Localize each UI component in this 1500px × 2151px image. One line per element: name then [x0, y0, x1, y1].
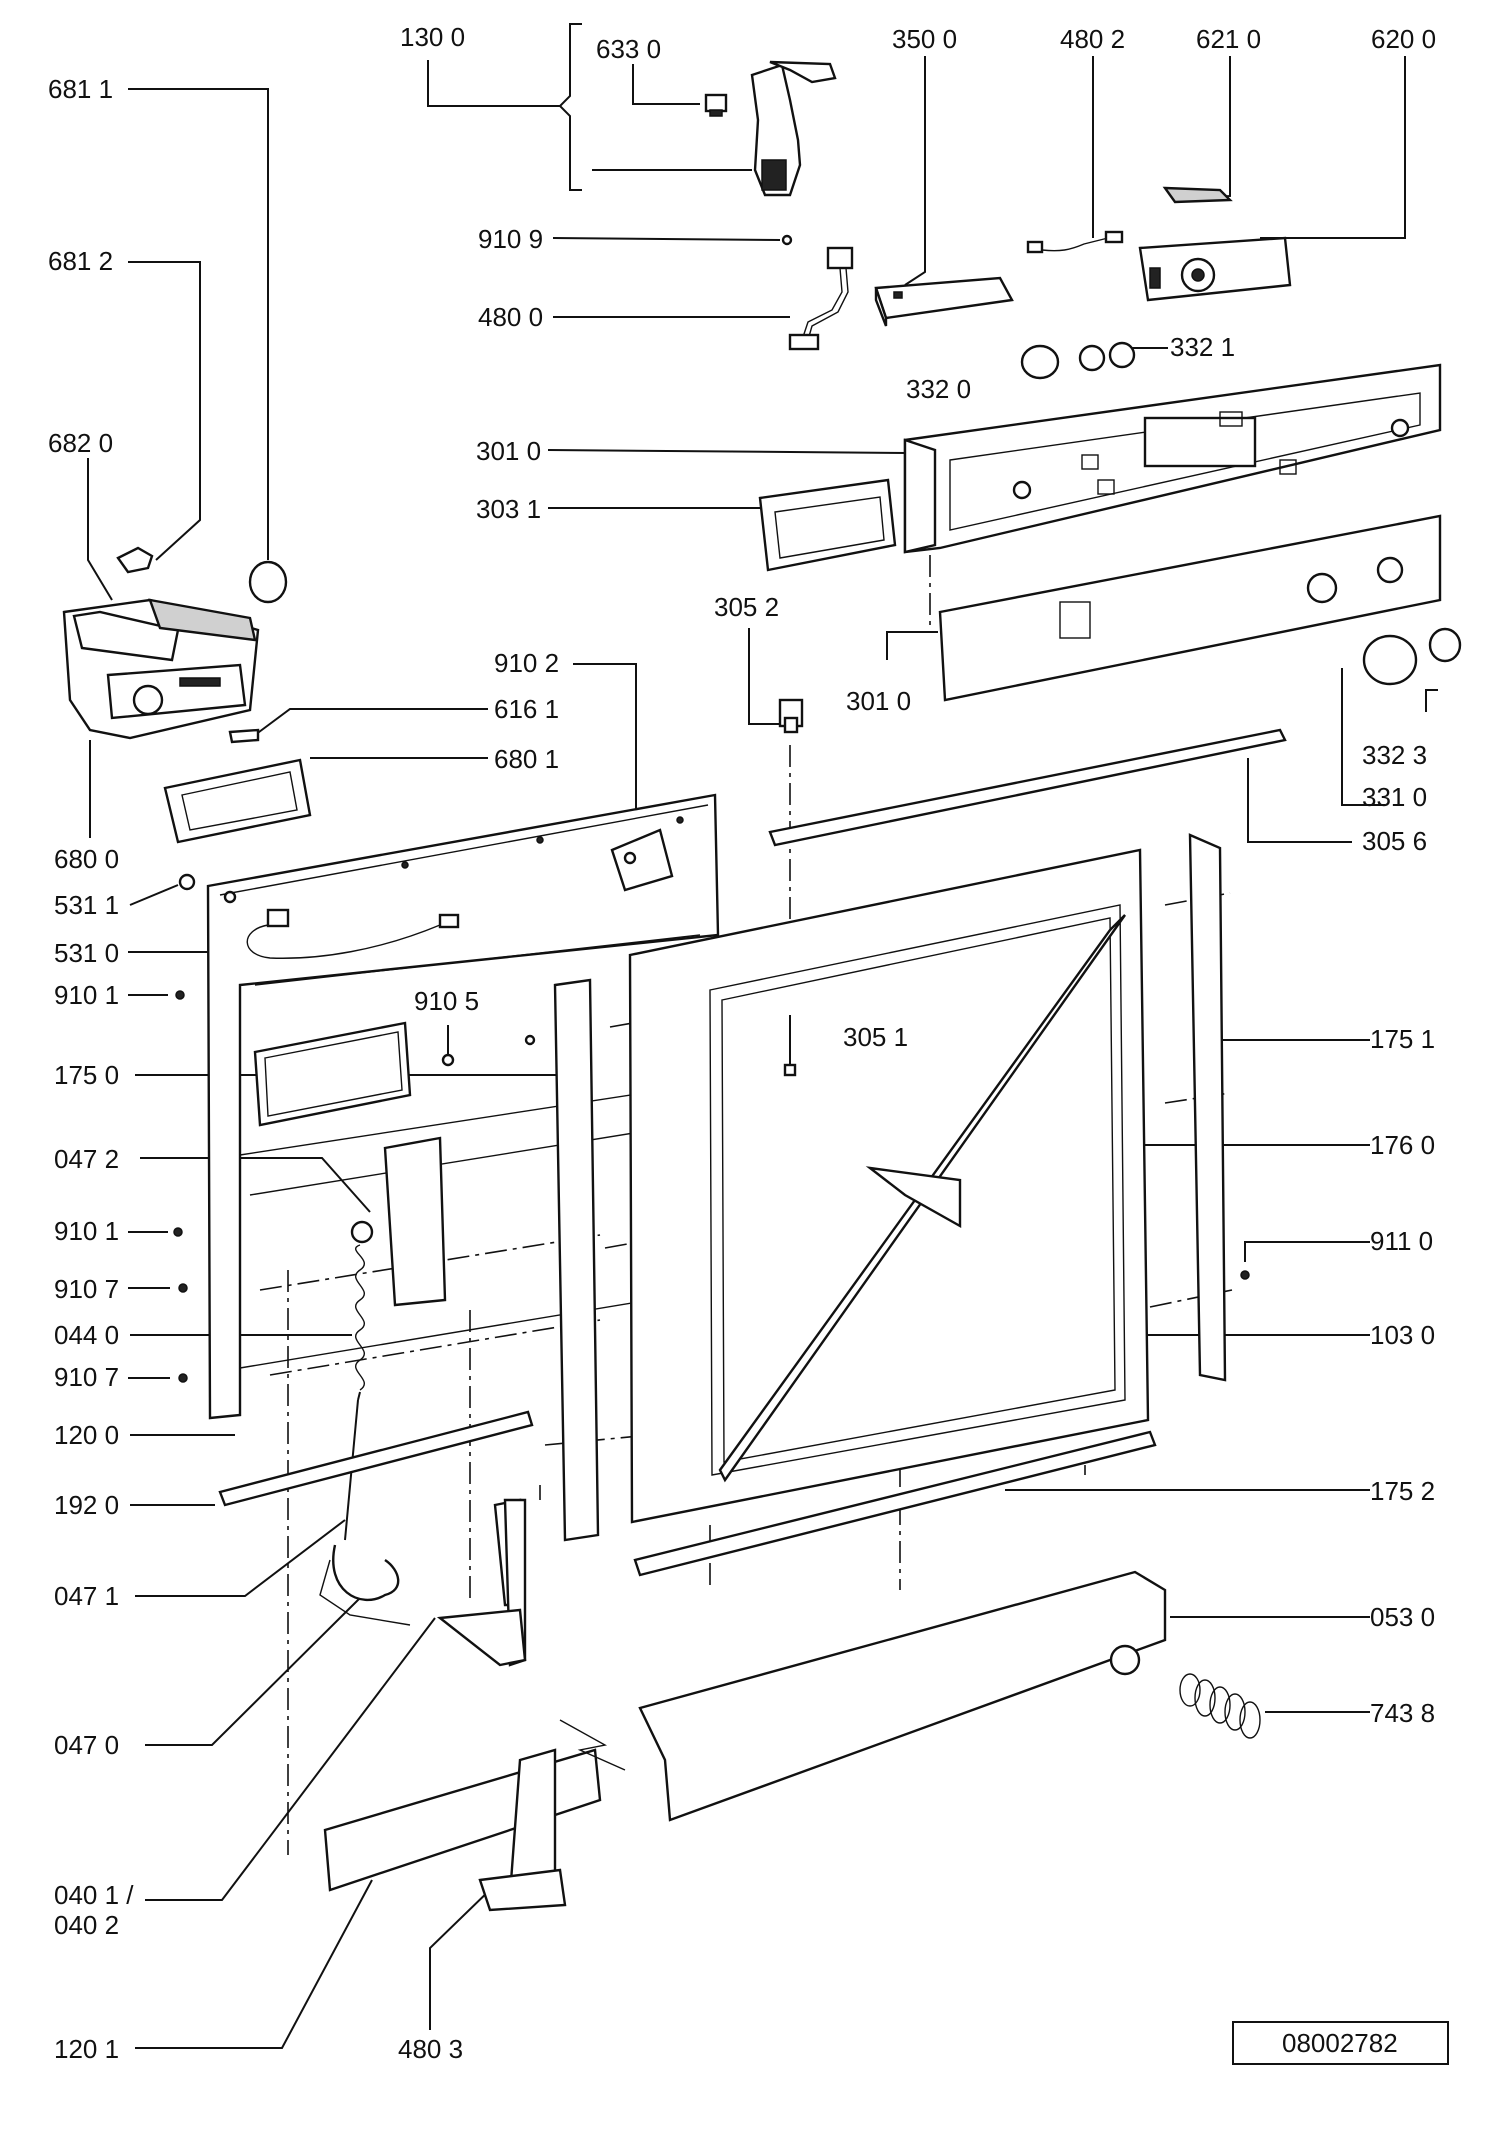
detergent-box-part: [253, 1021, 412, 1127]
part-label: 480 3: [398, 2034, 463, 2064]
part-label: 911 0: [1370, 1226, 1433, 1256]
part-label: 331 0: [1362, 782, 1427, 812]
part-label: 305 1: [843, 1022, 908, 1052]
outer-door-part: [628, 848, 1150, 1524]
door-wire-part: [246, 908, 460, 959]
cradle-part: [319, 1544, 411, 1626]
front-knob-part: [1362, 627, 1462, 686]
kick-plate-part: [638, 1570, 1167, 1822]
part-label: 682 0: [48, 428, 113, 458]
leader-lines: [87, 23, 1438, 2049]
coil-spring-part: [1179, 1673, 1261, 1739]
part-label: 305 2: [714, 592, 779, 622]
part-label: 332 3: [1362, 740, 1427, 770]
part-label: 175 0: [54, 1060, 119, 1090]
part-label: 175 1: [1370, 1024, 1435, 1054]
timer-module-part: [1138, 236, 1292, 302]
hinge-lever-part: [436, 1498, 527, 1667]
part-label: 633 0: [596, 34, 661, 64]
part-label: 120 0: [54, 1420, 119, 1450]
part-label: 047 1: [54, 1581, 119, 1611]
part-label: 305 6: [1362, 826, 1427, 856]
part-labels: 681 1 681 2 682 0 130 0 633 0 350 0 480 …: [48, 22, 1436, 2064]
part-label: 303 1: [476, 494, 541, 524]
part-label: 480 0: [478, 302, 543, 332]
side-trim-part: [553, 978, 600, 1542]
plinth-part: [323, 1748, 602, 1912]
part-label: 047 2: [54, 1144, 119, 1174]
wiring-harness-part: [788, 246, 854, 351]
part-label: 616 1: [494, 694, 559, 724]
cable-part: [1026, 230, 1124, 254]
part-label: 175 2: [1370, 1476, 1435, 1506]
part-label: 301 0: [476, 436, 541, 466]
bottom-trim-part: [633, 1430, 1157, 1577]
lower-rail-part: [218, 1410, 534, 1507]
part-label: 910 7: [54, 1274, 119, 1304]
part-label: 480 2: [1060, 24, 1125, 54]
part-label: 332 1: [1170, 332, 1235, 362]
document-number: 08002782: [1282, 2028, 1398, 2058]
door-pin-part: [783, 1015, 797, 1077]
part-label: 680 0: [54, 844, 119, 874]
part-label: 910 1: [54, 980, 119, 1010]
part-label: 130 0: [400, 22, 465, 52]
front-facia-part: [938, 514, 1442, 702]
small-board-part: [1162, 186, 1233, 204]
part-label: 103 0: [1370, 1320, 1435, 1350]
part-label: 620 0: [1371, 24, 1436, 54]
part-label: 531 0: [54, 938, 119, 968]
part-label: 301 0: [846, 686, 911, 716]
part-label: 531 1: [54, 890, 119, 920]
part-label: 047 0: [54, 1730, 119, 1760]
spring-part: [350, 1220, 374, 1401]
document-number-box: 08002782: [1232, 2021, 1449, 2065]
part-label: 044 0: [54, 1320, 119, 1350]
hinge-bracket-part: [704, 60, 837, 197]
pin-part: [778, 698, 804, 734]
part-label: 350 0: [892, 24, 957, 54]
control-module-part: [874, 276, 1014, 327]
screw-part: [173, 873, 1250, 1383]
part-label: 910 5: [414, 986, 479, 1016]
dispenser-part: [62, 598, 260, 740]
part-label: 681 2: [48, 246, 113, 276]
part-label: 053 0: [1370, 1602, 1435, 1632]
gasket-part: [163, 758, 312, 844]
part-label: 910 2: [494, 648, 559, 678]
inner-door-panel-part: [206, 793, 720, 1420]
part-label: 910 7: [54, 1362, 119, 1392]
part-label: 621 0: [1196, 24, 1261, 54]
clip-part: [116, 546, 154, 574]
part-label: 192 0: [54, 1490, 119, 1520]
part-label: 681 1: [48, 74, 113, 104]
part-label: 743 8: [1370, 1698, 1435, 1728]
part-label: 176 0: [1370, 1130, 1435, 1160]
part-label: 332 0: [906, 374, 971, 404]
part-label: 910 9: [478, 224, 543, 254]
part-label: 120 1: [54, 2034, 119, 2064]
part-label: 680 1: [494, 744, 559, 774]
screw-part: [781, 234, 793, 246]
part-label: 040 2: [54, 1910, 119, 1940]
part-label: 910 1: [54, 1216, 119, 1246]
right-trim-part: [1188, 833, 1227, 1382]
cap-part: [248, 560, 288, 604]
control-panel-part: [903, 363, 1442, 554]
part-label: 040 1 /: [54, 1880, 134, 1910]
tab-part: [228, 728, 260, 744]
parts: [62, 60, 1462, 1912]
handle-part: [758, 478, 897, 572]
top-strip-part: [768, 728, 1287, 847]
knob-part: [1020, 341, 1136, 380]
